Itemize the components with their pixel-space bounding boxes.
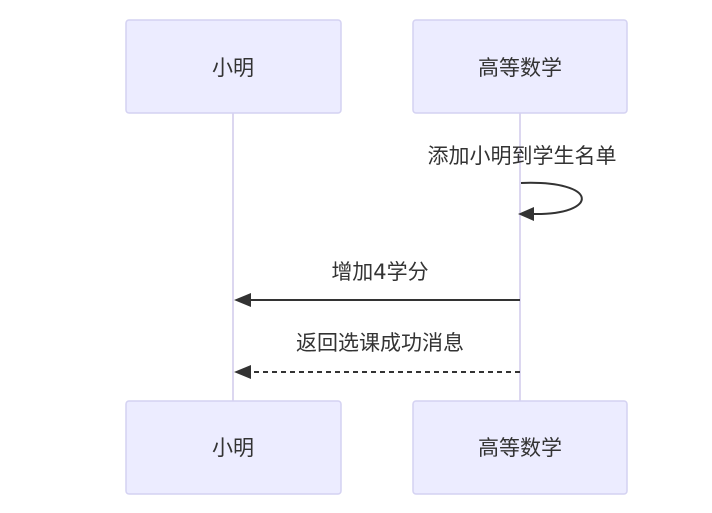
message-return-success: 返回选课成功消息: [234, 331, 520, 379]
actor-box: [412, 19, 628, 114]
message-label: 返回选课成功消息: [296, 331, 464, 355]
actor-label: 高等数学: [478, 436, 562, 460]
actor-box: [125, 400, 342, 495]
message-self: 添加小明到学生名单: [428, 144, 617, 221]
actor-top-xiaoming[interactable]: 小明: [125, 19, 342, 114]
actor-box: [412, 400, 628, 495]
arrowhead-icon: [234, 293, 251, 307]
actor-label: 小明: [212, 436, 254, 460]
message-add-credits: 增加4学分: [234, 260, 520, 307]
arrowhead-icon: [234, 365, 251, 379]
actor-label: 小明: [212, 56, 254, 80]
actor-box: [125, 19, 342, 114]
actor-bottom-gaodeng[interactable]: 高等数学: [412, 400, 628, 495]
actor-top-gaodeng[interactable]: 高等数学: [412, 19, 628, 114]
actor-bottom-xiaoming[interactable]: 小明: [125, 400, 342, 495]
message-label: 增加4学分: [331, 260, 428, 284]
self-loop-line: [520, 181, 583, 216]
actor-label: 高等数学: [478, 56, 562, 80]
message-label: 添加小明到学生名单: [428, 144, 617, 168]
arrowhead-icon: [518, 207, 534, 221]
